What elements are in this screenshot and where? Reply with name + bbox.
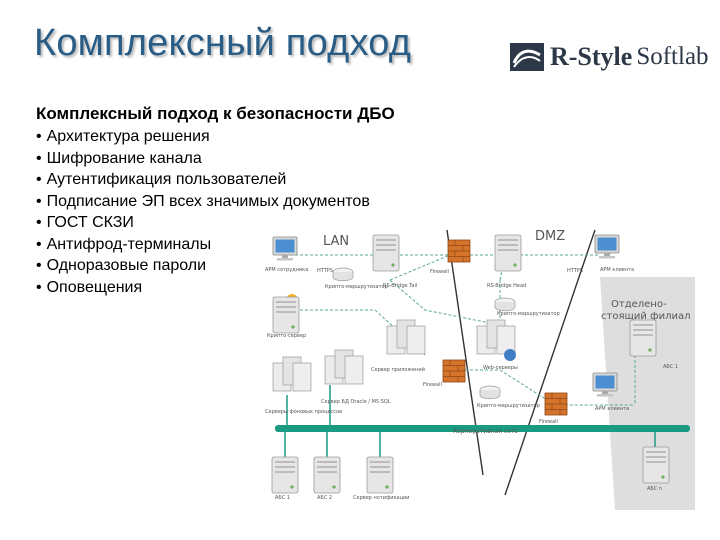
network-bus: [275, 425, 690, 432]
company-logo: R-Style Softlab: [510, 40, 709, 74]
background-servers-icon: [272, 356, 312, 392]
crypto-router-right-label: Крипто-маршрутизатор: [477, 403, 540, 409]
bullet-item: Архитектура решения: [36, 126, 370, 148]
bullet-item: Оповещения: [36, 277, 370, 299]
rs-bridge-head-label: RS-Bridge Head: [487, 283, 526, 289]
crypto-router-left-label: Крипто-маршрутизатор: [325, 284, 388, 290]
notification-server-label: Сервер нотификации: [353, 495, 410, 501]
bullet-item: Антифрод-терминалы: [36, 234, 370, 256]
firewall-mid-label: Firewall: [423, 382, 442, 388]
lan-dmz-divider: [446, 229, 484, 476]
web-servers-icon: [476, 319, 516, 355]
abs-2-server-icon: [313, 456, 341, 494]
auth-server-icon: [272, 296, 300, 334]
web-servers-label: Web-серверы: [483, 365, 518, 371]
crypto-router-left-icon: [332, 267, 354, 282]
dmz-branch-divider: [504, 229, 596, 496]
firewall-bottom-label: Firewall: [539, 419, 558, 425]
auth-server-label: Крипто-сервер: [267, 333, 306, 339]
employee-workstation-icon: [272, 236, 298, 261]
firewall-bottom-icon: [544, 392, 568, 416]
branch-abs-label: АБС 1: [663, 364, 678, 370]
branch-zone-label: Отделено-стоящий филиал: [601, 299, 691, 322]
branch-arm-label: АРМ клиента: [595, 406, 629, 412]
abs-1-label: АБС 1: [275, 495, 290, 501]
bullet-item: Подписание ЭП всех значимых документов: [36, 191, 370, 213]
bullet-list: Архитектура решения Шифрование канала Ау…: [36, 126, 370, 298]
firewall-mid-icon: [442, 359, 466, 383]
slide-subtitle: Комплексный подход к безопасности ДБО: [36, 104, 395, 123]
db-server-icon: [324, 349, 364, 385]
branch-abs-server-icon: [629, 319, 657, 357]
abs-2-label: АБС 2: [317, 495, 332, 501]
app-server-label: Сервер приложений: [371, 366, 425, 373]
firewall-top-label: Firewall: [430, 269, 449, 275]
bus-drops: [284, 385, 656, 457]
abs-1-server-icon: [271, 456, 299, 494]
abs-n-label: АБС n: [647, 486, 662, 492]
zone-label-dmz: DMZ: [535, 229, 565, 244]
bus-label: Корпоративная сеть: [453, 428, 518, 435]
app-servers-icon: [386, 319, 426, 355]
logo-text-rstyle: R-Style: [550, 42, 633, 71]
abs-n-server-icon: [642, 446, 670, 484]
notification-server-icon: [366, 456, 394, 494]
bullet-item: Аутентификация пользователей: [36, 169, 370, 191]
background-servers-label: Серверы фоновых процессов: [265, 409, 342, 415]
zone-label-lan: LAN: [323, 234, 349, 249]
crypto-router-mid-label: Крипто-маршрутизатор: [497, 311, 560, 317]
rs-bridge-tail-label: RS-Bridge Tail: [383, 283, 417, 289]
arm-client-label: АРМ клиента: [600, 267, 634, 273]
rs-bridge-head-server-icon: [494, 234, 522, 272]
bullet-item: Одноразовые пароли: [36, 255, 370, 277]
db-server-label: Сервер БД Oracle / MS SQL: [321, 399, 391, 405]
https-left-label: HTTPS: [317, 268, 333, 274]
branch-zone: [600, 277, 695, 510]
https-right-label: HTTPS: [567, 268, 583, 274]
globe-icon: [504, 349, 516, 361]
firewall-top-icon: [447, 239, 471, 263]
crypto-router-right-icon: [479, 385, 501, 400]
logo-text-softlab: Softlab: [636, 43, 709, 70]
arm-employee-label: АРМ сотрудника: [265, 267, 308, 273]
bullet-item: Шифрование канала: [36, 148, 370, 170]
client-workstation-icon: [594, 234, 620, 259]
architecture-diagram: Отделено-стоящий филиал LAN DMZ Корпорат…: [265, 229, 695, 510]
slide-title: Комплексный подход: [34, 22, 412, 64]
rs-bridge-tail-server-icon: [372, 234, 400, 272]
crypto-router-mid-icon: [494, 297, 516, 312]
logo-mark-icon: [510, 43, 544, 71]
bullet-item: ГОСТ СКЗИ: [36, 212, 370, 234]
